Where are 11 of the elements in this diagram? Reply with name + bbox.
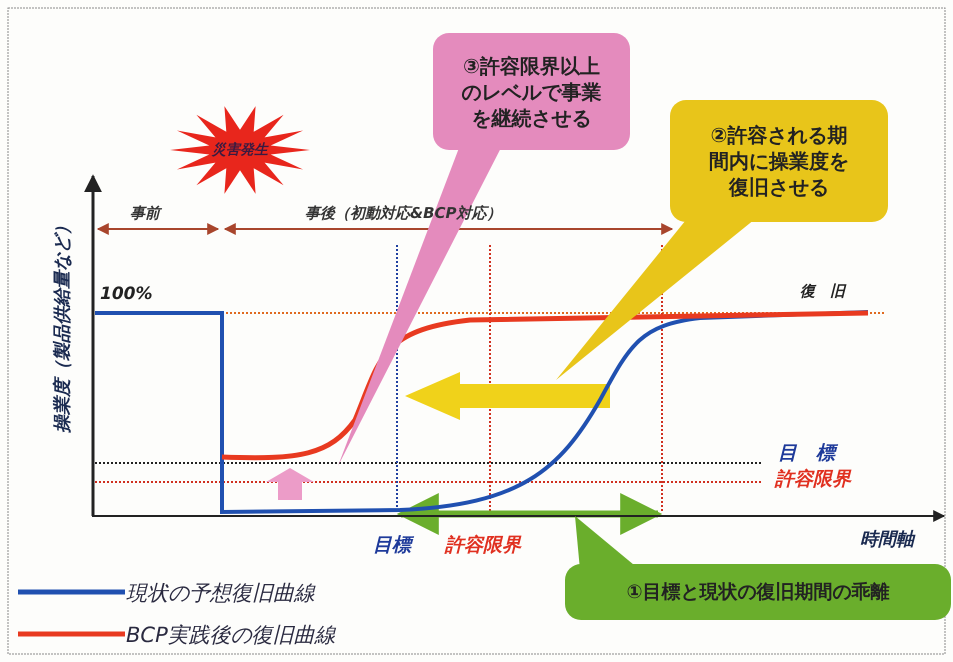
period-label: 事前 bbox=[130, 204, 160, 223]
legend-text: 現状の予想復旧曲線 bbox=[126, 580, 315, 607]
time-label: 許容限界 bbox=[445, 533, 521, 558]
axis-title: 操業度（製品供給量など） bbox=[51, 217, 74, 433]
legend-text: BCP実践後の復旧曲線 bbox=[126, 622, 336, 649]
value-label: 100% bbox=[100, 284, 153, 304]
burst-shape bbox=[170, 105, 310, 195]
axis-title: 時間軸 bbox=[860, 528, 914, 551]
burst-text: 災害発生 bbox=[212, 141, 268, 159]
level-label: 許容限界 bbox=[775, 467, 851, 492]
curve-label: 復 旧 bbox=[800, 282, 845, 301]
